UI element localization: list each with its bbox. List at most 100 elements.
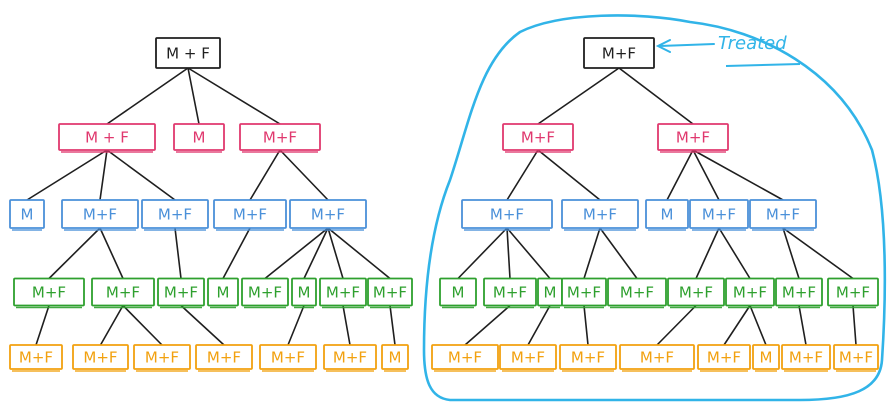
node-label: M — [21, 206, 34, 224]
node-label: M — [193, 129, 206, 147]
tree-edge — [506, 149, 539, 201]
right-tree-node: M+F — [667, 277, 725, 309]
right-tree-node: M+F — [827, 277, 879, 309]
node-label: M+F — [83, 206, 117, 224]
node-label: M+F — [32, 284, 66, 302]
left-tree-node: M — [291, 277, 317, 309]
right-tree-node: M+F — [657, 123, 729, 153]
right-tree-node: M+F — [559, 344, 617, 372]
right-tree-node: M+F — [431, 344, 499, 372]
node-label: M+F — [583, 206, 617, 224]
tree-edge — [222, 227, 251, 280]
tree-edge — [279, 149, 329, 201]
node-label: M+F — [567, 284, 601, 302]
treated-boundary — [422, 14, 887, 402]
left-tree-node: M+F — [259, 344, 317, 372]
right-tree-node: M+F — [749, 199, 817, 231]
tree-edge — [99, 227, 124, 280]
tree-edge — [106, 67, 189, 125]
right-tree-node: M+F — [619, 344, 695, 372]
left-tree-node: M — [381, 344, 409, 372]
node-label: M+F — [233, 206, 267, 224]
tree-edge — [303, 227, 329, 280]
left-tree-node: M+F — [213, 199, 287, 231]
left-tree-node: M+F — [319, 277, 367, 309]
tree-edge — [122, 304, 163, 346]
tree-edge — [99, 304, 124, 346]
tree-edge — [692, 149, 784, 201]
node-label: M+F — [702, 206, 736, 224]
tree-edge — [782, 227, 800, 280]
node-label: M — [452, 284, 465, 302]
node-label: M+F — [493, 284, 527, 302]
left-tree-node: M+F — [289, 199, 367, 231]
node-label: M+F — [676, 129, 710, 147]
node-label: M+F — [766, 206, 800, 224]
node-label: M+F — [511, 349, 545, 367]
right-tree-node: M+F — [833, 344, 879, 372]
right-tree-node: M — [439, 277, 477, 309]
node-label: M+F — [571, 349, 605, 367]
node-label: M+F — [602, 45, 636, 63]
node-label: M+F — [789, 349, 823, 367]
tree-edge — [389, 304, 396, 346]
tree-edge — [464, 304, 511, 346]
right-tree-node: M+F — [775, 277, 823, 309]
node-label: M+F — [839, 349, 873, 367]
left-tree-node: M+F — [323, 344, 377, 372]
left-tree-node: M+F — [133, 344, 191, 372]
node-label: M — [298, 284, 311, 302]
left-tree-node: M+F — [367, 277, 413, 309]
left-tree-node: M — [207, 277, 239, 309]
tree-edge — [26, 149, 108, 201]
tree-edge — [99, 149, 108, 201]
node-label: M — [760, 349, 773, 367]
node-label: M+F — [333, 349, 367, 367]
tree-edge — [695, 227, 720, 280]
left-tree-node: M — [173, 123, 225, 153]
tree-edge — [180, 304, 225, 346]
tree-edge — [35, 304, 50, 346]
left-tree-node: M+F — [72, 344, 129, 372]
node-label: M+F — [164, 284, 198, 302]
tree-edge — [342, 304, 351, 346]
left-tree-node: M+F — [13, 277, 85, 309]
right-tree-node: M+F — [781, 344, 831, 372]
node-label: M+F — [620, 284, 654, 302]
left-tree-node: M+F — [195, 344, 253, 372]
node-label: M+F — [106, 284, 140, 302]
tree-edge — [656, 304, 697, 346]
node-label: M+F — [145, 349, 179, 367]
treated-underline — [725, 63, 801, 67]
tree-edge — [327, 227, 391, 280]
tree-edge — [287, 304, 305, 346]
node-label: M — [544, 284, 557, 302]
node-label: M+F — [83, 349, 117, 367]
node-label: M+F — [490, 206, 524, 224]
treated-label: Treated — [718, 33, 787, 54]
tree-edge — [187, 67, 200, 125]
node-label: M+F — [19, 349, 53, 367]
left-tree-node: M + F — [155, 37, 221, 69]
tree-edge — [692, 149, 720, 201]
right-tree-node: M+F — [607, 277, 667, 309]
tree-edge — [782, 227, 854, 280]
node-label: M+F — [640, 349, 674, 367]
left-tree-node: M+F — [141, 199, 209, 231]
left-tree-node: M+F — [91, 277, 155, 309]
right-tree-node: M — [752, 344, 780, 372]
right-tree-node: M — [537, 277, 563, 309]
treated-annotation: Treated — [655, 33, 801, 67]
right-tree-node: M+F — [502, 123, 574, 153]
node-label: M + F — [85, 129, 129, 147]
tree-edge — [527, 304, 551, 346]
right-tree-node: M+F — [561, 277, 607, 309]
right-tree-node: M+F — [689, 199, 749, 231]
tree-edge — [749, 304, 767, 346]
tree-edge — [537, 67, 620, 125]
node-label: M+F — [207, 349, 241, 367]
treated-group-outline — [422, 14, 887, 402]
left-tree-node: M+F — [61, 199, 139, 231]
